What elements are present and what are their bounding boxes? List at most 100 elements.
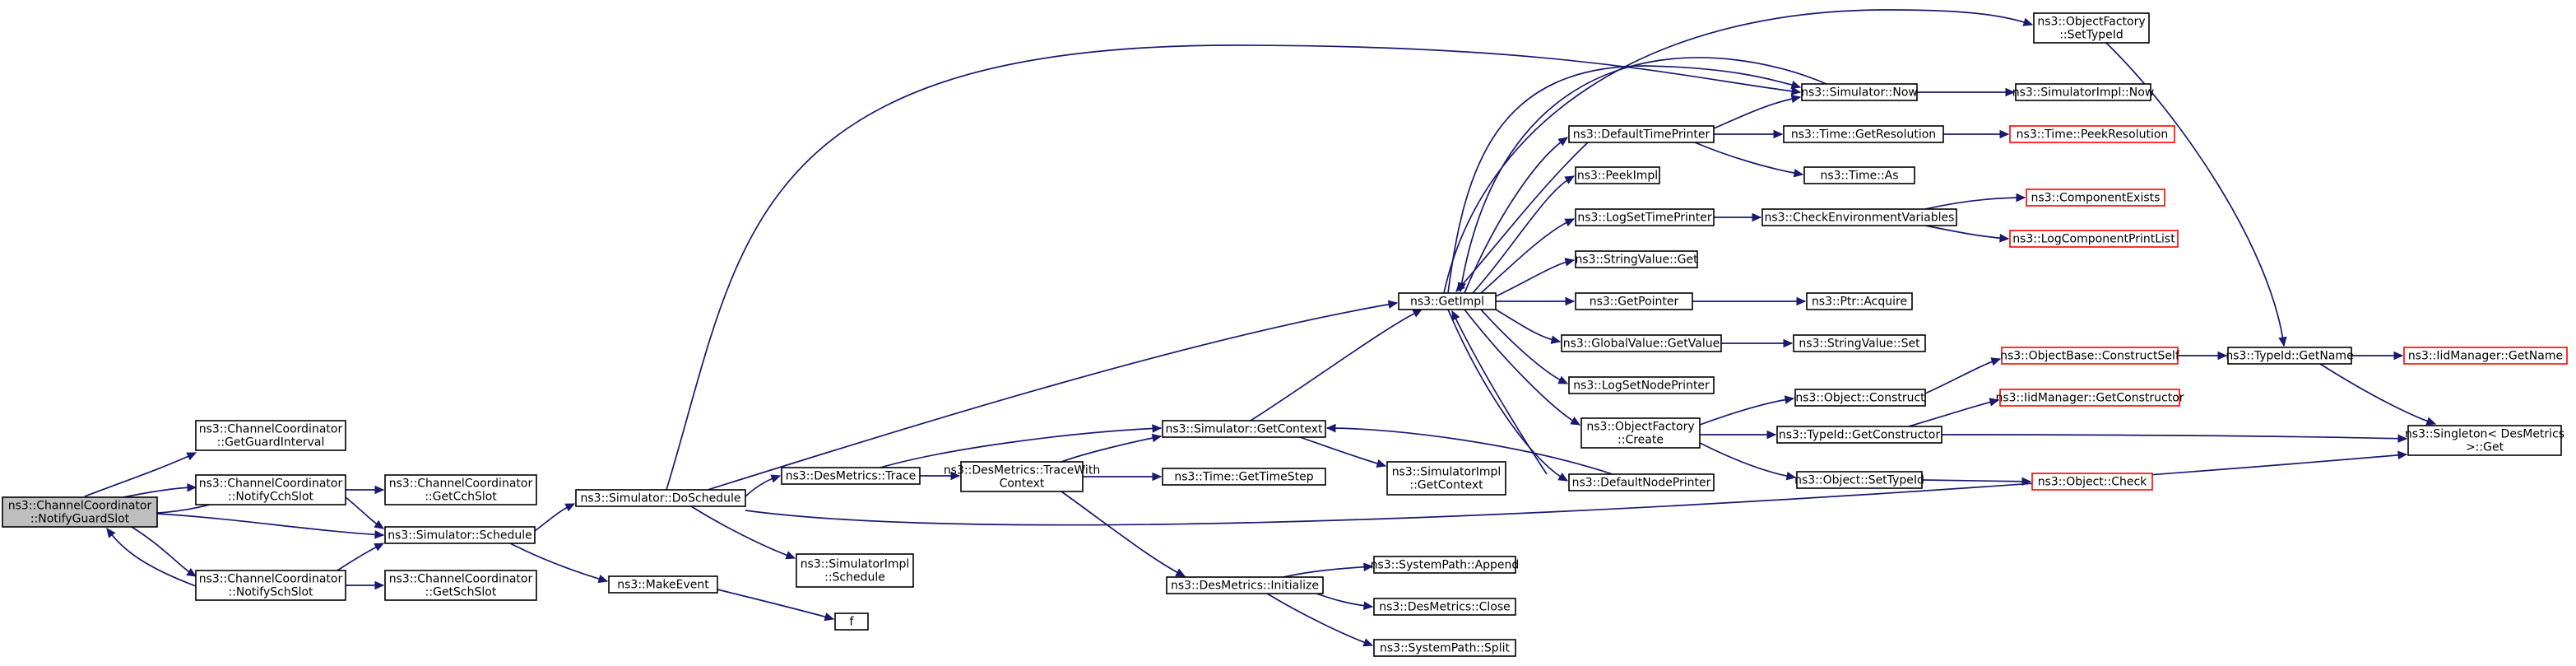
node-schedule[interactable]: ns3::Simulator::Schedule (384, 526, 536, 544)
node-box (1761, 208, 1957, 226)
edge-getImpl-to-logSetTime (1480, 218, 1576, 294)
edge-line (1480, 309, 1568, 384)
node-timeStep[interactable]: ns3::Time::GetTimeStep (1162, 468, 1326, 486)
node-getRes[interactable]: ns3::Time::GetResolution (1783, 125, 1944, 143)
edge-defTimePrinter-to-simNow (1713, 94, 1802, 129)
edge-getImpl-to-ofCreate (1464, 309, 1581, 426)
edge-arrowhead (1412, 309, 1423, 318)
node-peekImpl[interactable]: ns3::PeekImpl (1575, 166, 1660, 184)
edge-line (156, 513, 384, 536)
node-logSetNode[interactable]: ns3::LogSetNodePrinter (1568, 376, 1715, 394)
node-ofSetTypeId[interactable]: ns3::ObjectFactory::SetTypeId (2033, 12, 2150, 44)
edge-getPointer-to-ptrAcquire (1692, 296, 1807, 306)
node-setTypeIdObj[interactable]: ns3::Object::SetTypeId (1794, 471, 1924, 489)
edge-doschedule-to-implSchedule (690, 505, 796, 560)
node-box (2009, 125, 2175, 143)
node-peekRes[interactable]: ns3::Time::PeekResolution (2009, 125, 2175, 143)
node-desTrace[interactable]: ns3::DesMetrics::Trace (781, 467, 921, 485)
node-implNow[interactable]: ns3::SimulatorImpl::Now (2012, 83, 2155, 101)
node-box (608, 575, 718, 594)
edge-arrowhead (2278, 336, 2287, 347)
node-gvGet[interactable]: ns3::GlobalValue::GetValue (1561, 334, 1722, 352)
node-label: ns3::ChannelCoordinator (389, 573, 533, 586)
edge-gvGet-to-strSet (1721, 338, 1794, 348)
node-simNow[interactable]: ns3::Simulator::Now (1801, 83, 1918, 101)
edge-line (1266, 593, 1373, 646)
node-compExists[interactable]: ns3::ComponentExists (2026, 189, 2165, 207)
node-getImpl[interactable]: ns3::GetImpl (1398, 292, 1497, 310)
edge-getContext-to-implGetContext (1299, 436, 1387, 468)
node-box (2009, 230, 2179, 248)
edge-arrowhead (1790, 81, 1802, 90)
node-logSetTime[interactable]: ns3::LogSetTimePrinter (1575, 208, 1715, 226)
node-label: ns3::DesMetrics::Trace (786, 470, 917, 483)
edge-line (1061, 435, 1162, 463)
node-label: ns3::Time::PeekResolution (2017, 128, 2169, 142)
edge-doschedule-to-desTrace (745, 474, 782, 497)
node-constructSelf[interactable]: ns3::ObjectBase::ConstructSelf (2000, 347, 2180, 365)
node-notifysch[interactable]: ns3::ChannelCoordinator::NotifySchSlot (195, 570, 346, 601)
node-timeAs[interactable]: ns3::Time::As (1803, 166, 1915, 184)
node-getContext[interactable]: ns3::Simulator::GetContext (1162, 420, 1326, 438)
node-label: ::SetTypeId (2059, 29, 2123, 42)
edge-arrowhead (1999, 233, 2010, 243)
node-defNodePrinter[interactable]: ns3::DefaultNodePrinter (1568, 473, 1715, 491)
node-iidGetName[interactable]: ns3::IidManager::GetName (2403, 347, 2568, 365)
node-getPointer[interactable]: ns3::GetPointer (1575, 292, 1693, 310)
edge-line (1283, 566, 1373, 578)
node-label: ns3::ChannelCoordinator (199, 573, 343, 586)
edge-arrowhead (1564, 218, 1576, 227)
edge-getImpl-to-gvGet (1495, 309, 1562, 344)
node-notifycch[interactable]: ns3::ChannelCoordinator::NotifyCchSlot (195, 474, 346, 505)
node-f[interactable]: f (834, 612, 869, 631)
node-implSchedule[interactable]: ns3::SimulatorImpl::Schedule (796, 553, 914, 588)
node-typeGetName[interactable]: ns3::TypeId::GetName (2226, 347, 2354, 365)
node-strGet[interactable]: ns3::StringValue::Get (1575, 250, 1698, 268)
edge-line (84, 452, 197, 497)
node-box (1568, 376, 1715, 394)
edge-arrowhead (1457, 282, 1466, 293)
node-getguard[interactable]: ns3::ChannelCoordinator::GetGuardInterva… (195, 420, 346, 451)
node-getConstructor[interactable]: ns3::TypeId::GetConstructor (1776, 426, 1942, 444)
edge-notifycch-to-getcch (346, 485, 385, 495)
node-doschedule[interactable]: ns3::Simulator::DoSchedule (575, 489, 746, 507)
node-box (834, 612, 869, 631)
node-iidGetConstructor[interactable]: ns3::IidManager::GetConstructor (1995, 389, 2184, 407)
node-ofCreate[interactable]: ns3::ObjectFactory::Create (1580, 417, 1701, 449)
node-getsch[interactable]: ns3::ChannelCoordinator::GetSchSlot (384, 570, 537, 601)
node-objConstruct[interactable]: ns3::Object::Construct (1794, 389, 1926, 407)
node-objCheck[interactable]: ns3::Object::Check (2031, 473, 2153, 491)
edge-line (106, 528, 197, 587)
graph-nodes: ns3::ChannelCoordinator::NotifyGuardSlot… (2, 12, 2568, 657)
node-singleton[interactable]: ns3::Singleton< DesMetrics>::Get (2405, 425, 2564, 456)
node-ptrAcquire[interactable]: ns3::Ptr::Acquire (1806, 292, 1913, 310)
node-box (2, 496, 158, 528)
node-implGetContext[interactable]: ns3::SimulatorImpl::GetContext (1386, 461, 1506, 496)
edge-line (1447, 65, 1801, 294)
node-checkEnv[interactable]: ns3::CheckEnvironmentVariables (1761, 208, 1957, 226)
node-defTimePrinter[interactable]: ns3::DefaultTimePrinter (1568, 125, 1715, 143)
edge-getImpl-to-defNodePrinter (1447, 309, 1569, 482)
node-label: ns3::ObjectFactory (1586, 421, 1694, 434)
edge-schedule-to-makeevent (509, 543, 609, 584)
node-label: ns3::ObjectBase::ConstructSelf (2000, 350, 2180, 363)
node-label: ns3::IidManager::GetConstructor (1995, 392, 2184, 405)
node-label: ns3::ComponentExists (2031, 192, 2161, 205)
node-logCompList[interactable]: ns3::LogComponentPrintList (2009, 230, 2179, 248)
edge-arrowhead (785, 551, 796, 560)
node-desInit[interactable]: ns3::DesMetrics::Initialize (1166, 576, 1324, 594)
node-strSet[interactable]: ns3::StringValue::Set (1793, 334, 1926, 352)
node-label: ns3::DesMetrics::Close (1379, 601, 1511, 614)
node-makeevent[interactable]: ns3::MakeEvent (608, 575, 718, 594)
node-split[interactable]: ns3::SystemPath::Split (1373, 639, 1516, 657)
node-root[interactable]: ns3::ChannelCoordinator::NotifyGuardSlot (2, 496, 158, 528)
node-append[interactable]: ns3::SystemPath::Append (1371, 556, 1520, 574)
node-box (1776, 426, 1942, 444)
edge-line (1326, 427, 1613, 475)
node-desClose[interactable]: ns3::DesMetrics::Close (1373, 598, 1516, 616)
edge-line (1694, 142, 1803, 175)
node-label: Context (1000, 477, 1045, 491)
edge-arrowhead (1793, 168, 1804, 178)
node-getcch[interactable]: ns3::ChannelCoordinator::GetCchSlot (384, 474, 537, 505)
